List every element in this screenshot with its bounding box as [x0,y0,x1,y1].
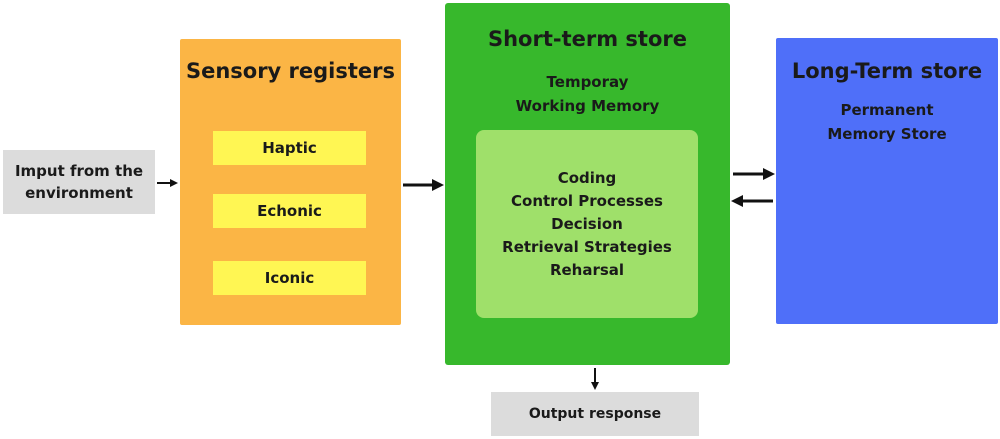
output-label: Output response [528,406,662,422]
sensory-title: Sensory registers [185,59,396,83]
process-rehearsal: Reharsal [549,260,625,279]
sensory-registers-box: Sensory registers Haptic Echonic Iconic [180,39,401,325]
short-term-subtitle-line1: Temporay [546,73,629,91]
long-term-subtitle-line2: Memory Store [827,125,947,143]
short-term-title: Short-term store [487,27,687,51]
process-decision: Decision [551,214,623,233]
short-term-subtitle-line2: Working Memory [515,97,660,115]
input-box: Imput from the environment [3,150,155,214]
register-label: Iconic [264,269,315,287]
register-label: Echonic [257,202,322,220]
long-term-subtitle-line1: Permanent [840,101,934,119]
short-term-store-box: Short-term store Temporay Working Memory… [445,3,730,365]
long-term-subtitle: Permanent Memory Store [776,98,998,146]
register-iconic: Iconic [213,261,366,295]
register-label: Haptic [262,139,317,157]
process-retrieval: Retrieval Strategies [502,237,672,256]
process-coding: Coding [557,168,617,187]
output-box: Output response [491,392,699,436]
long-term-title: Long-Term store [791,59,983,83]
input-label: Imput from the environment [14,162,144,202]
process-control: Control Processes [511,191,663,210]
long-term-store-box: Long-Term store Permanent Memory Store [776,38,998,324]
register-haptic: Haptic [213,131,366,165]
control-processes-box: Coding Control Processes Decision Retrie… [476,130,698,318]
register-echonic: Echonic [213,194,366,228]
short-term-subtitle: Temporay Working Memory [445,70,730,118]
